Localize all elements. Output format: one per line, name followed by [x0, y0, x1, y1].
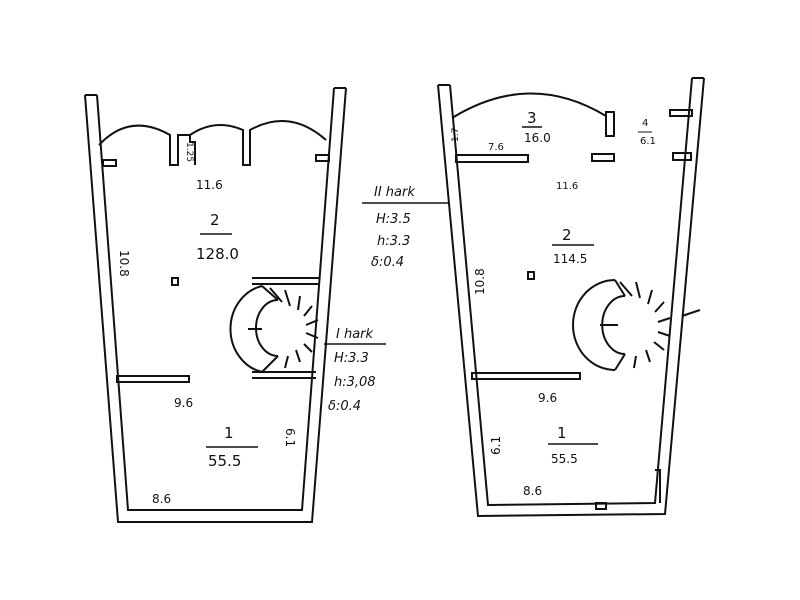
label-inner-wall: 9.6 — [538, 391, 557, 405]
label-left-wall: 10.8 — [473, 268, 487, 295]
floor-notes: II hark H:3.5 h:3.3 δ:0.4 I hark H:3.3 h… — [324, 185, 450, 414]
label-room1-area: 55.5 — [208, 452, 241, 470]
label-left-wall: 10.8 — [117, 250, 131, 277]
outer-walls — [84, 87, 347, 523]
interior-partition — [116, 375, 190, 383]
spiral-staircase — [229, 277, 320, 379]
label-room2-area: 114.5 — [553, 252, 587, 266]
room3-walls — [451, 92, 701, 510]
label-bottom-wall: 8.6 — [152, 492, 171, 506]
label-wall-top: 11.6 — [556, 181, 578, 192]
floor1-height-H: H:3.3 — [334, 351, 369, 366]
label-small-dim: 1.7 — [451, 128, 461, 142]
floor-plan-2: 3 16.0 4 6.1 1.7 7.6 11.6 2 114.5 10.8 9… — [437, 77, 705, 518]
floor1-thickness: δ:0.4 — [328, 399, 361, 414]
outer-walls — [437, 77, 705, 518]
floor2-height-h: h:3.3 — [377, 234, 410, 249]
label-right-wall: 6.1 — [283, 428, 297, 447]
label-room1-number: 1 — [557, 424, 567, 442]
interior-partition — [471, 372, 581, 380]
label-room1-area: 55.5 — [551, 452, 578, 466]
floor-plan-1: 11.6 2 128.0 10.8 1.25 9.6 1 55.5 6.1 8.… — [84, 87, 347, 523]
label-wall-top: 11.6 — [196, 178, 223, 192]
floor2-height-H: H:3.5 — [376, 212, 411, 227]
label-room2-area: 128.0 — [196, 245, 239, 263]
label-room2-number: 2 — [562, 226, 572, 244]
bay-windows — [98, 120, 330, 286]
label-partition: 7.6 — [488, 142, 504, 153]
floor2-thickness: δ:0.4 — [371, 255, 404, 270]
label-small-dim: 1.25 — [184, 142, 194, 162]
label-room4-number: 4 — [642, 118, 648, 129]
floor1-title: I hark — [336, 327, 374, 342]
label-room2-number: 2 — [210, 211, 220, 229]
label-inner-wall: 9.6 — [174, 396, 193, 410]
label-room4-area: 6.1 — [640, 136, 656, 147]
label-room3-area: 16.0 — [524, 131, 551, 145]
label-room3-number: 3 — [527, 109, 537, 127]
spiral-staircase — [572, 279, 671, 371]
label-bottom-wall: 8.6 — [523, 484, 542, 498]
label-right-wall: 6.1 — [489, 436, 503, 455]
floor2-title: II hark — [374, 185, 415, 200]
label-room1-number: 1 — [224, 424, 234, 442]
floor1-height-h: h:3,08 — [334, 375, 376, 390]
